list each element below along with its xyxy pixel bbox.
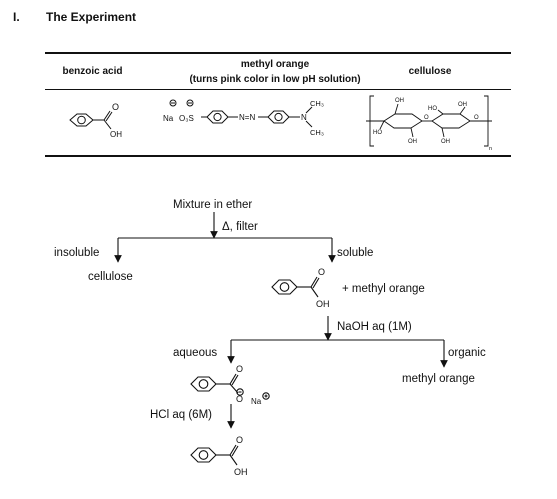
flow-benzoic-oh: OH: [316, 299, 330, 309]
cell-o1: O: [424, 115, 429, 121]
mo-azo: N=N: [239, 113, 255, 122]
cellulose-structure: [366, 95, 492, 147]
cell-subscript-n: n: [489, 146, 492, 152]
header-methyl-orange: methyl orange: [240, 59, 310, 70]
benzoic-oh: OH: [110, 130, 122, 139]
table-header-rule: [45, 89, 511, 90]
flow-soluble-extra: + methyl orange: [342, 283, 425, 295]
mo-amine-n: N: [301, 113, 307, 122]
flow-organic-label: organic: [448, 347, 486, 359]
flow-benzoate-o-minus: O: [236, 394, 243, 404]
mo-sulfonate: O₃S: [179, 114, 194, 123]
cell-oh2: OH: [458, 102, 467, 108]
flow-organic-product: methyl orange: [402, 373, 475, 385]
mo-methyl-bottom: CH₃: [310, 128, 324, 137]
header-cellulose: cellulose: [408, 66, 452, 77]
cell-oh4: OH: [441, 139, 450, 145]
flow-step2-condition: NaOH aq (1M): [337, 321, 412, 333]
flow-benzoate-structure: [190, 373, 270, 400]
flow-aqueous-label: aqueous: [173, 347, 218, 359]
benzoic-acid-structure: [69, 110, 113, 130]
cell-oh3: OH: [408, 139, 417, 145]
table-bottom-rule: [45, 155, 511, 157]
flow-start: Mixture in ether: [173, 199, 253, 211]
flow-benzoic-acid-structure: [271, 276, 320, 298]
flow-benzoate-o: O: [236, 364, 243, 374]
table-top-rule: [45, 52, 511, 54]
cell-ho2: HO: [428, 106, 437, 112]
flow-final-oh: OH: [234, 467, 248, 477]
flow-benzoic-o: O: [318, 267, 325, 277]
cell-ho1: HO: [373, 130, 382, 136]
benzoic-carbonyl-o: O: [112, 102, 119, 112]
cell-oh1: OH: [395, 98, 404, 104]
flow-insoluble-product: cellulose: [88, 271, 133, 283]
section-number: I.: [13, 10, 20, 24]
flow-benzoic-acid-final-structure: [190, 444, 239, 466]
flow-insoluble-label: insoluble: [54, 247, 100, 259]
flow-step3-condition: HCl aq (6M): [150, 409, 212, 421]
flow-soluble-label: soluble: [337, 247, 374, 259]
flow-final-o: O: [236, 435, 243, 445]
header-benzoic-acid: benzoic acid: [62, 66, 123, 77]
flow-step1-condition: Δ, filter: [222, 221, 258, 233]
mo-methyl-top: CH₃: [310, 99, 324, 108]
mo-sodium: Na: [163, 114, 174, 123]
section-title: The Experiment: [46, 10, 137, 24]
flow-benzoate-na: Na: [251, 397, 262, 406]
flow-lines: [114, 212, 448, 429]
methyl-orange-structure: [169, 99, 313, 128]
header-methyl-orange-note: (turns pink color in low pH solution): [189, 74, 361, 85]
cell-o2: O: [474, 115, 479, 121]
